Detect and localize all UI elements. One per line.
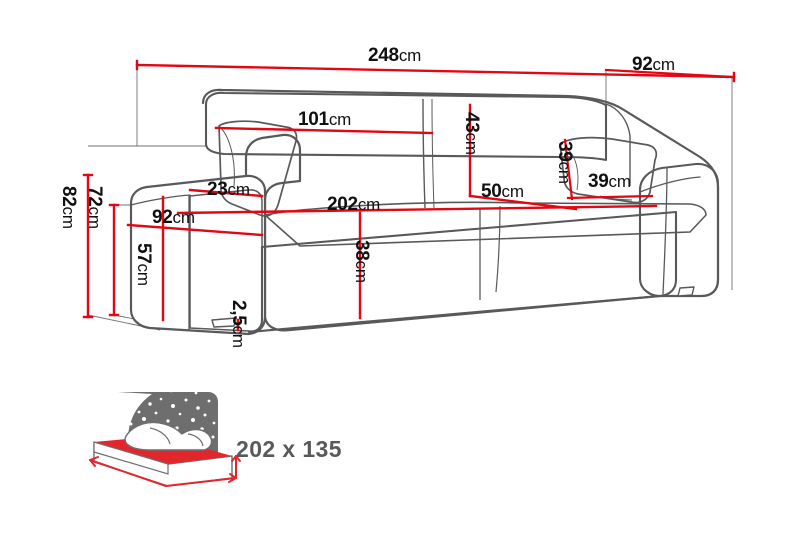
bed-size-caption: 202 x 135 [236,436,342,462]
pillows [124,421,213,451]
dimline-23 [188,188,264,198]
dimension-label-72: 72cm [84,186,105,229]
right-armrest [638,162,720,298]
dimension-label-39-height: 39cm [554,141,575,184]
dimline-202 [176,204,658,215]
dimension-label-202: 202cm [327,194,381,215]
sleeping-bed-icon [89,389,241,487]
dimension-label-82: 82cm [58,186,79,229]
seat-base [247,210,678,334]
dimension-label-92-arm: 92cm [152,207,195,228]
sofa-legs [211,286,695,328]
dimline-39-height [563,138,574,201]
dimline-92-depth [604,68,736,79]
dimline-101 [214,126,434,135]
dimension-label-39-width: 39cm [588,171,631,192]
dimension-lines [82,59,736,332]
dimension-label-38: 38cm [351,240,372,283]
dimension-label-23: 23cm [207,179,250,200]
left-armrest [129,174,267,336]
dimline-39-width [566,194,654,200]
sofa-outline [204,91,608,162]
backrest-cushions [422,98,631,209]
dimension-label-2_5: 2,5cm [228,300,249,348]
sheet-edge [93,441,169,475]
dimension-label-57: 57cm [133,243,154,286]
dimension-label-50: 50cm [481,181,524,202]
dimension-label-43: 43cm [461,112,482,155]
seat-cushion-surface [264,201,707,300]
sofa-body-silhouette [201,88,720,332]
dimline-92-arm [126,223,264,237]
dimension-label-92-depth: 92cm [632,54,675,75]
dimline-248 [135,63,736,79]
dimension-label-248: 248cm [368,45,422,66]
dimension-label-101: 101cm [298,109,352,130]
bed-dimension-arrows [89,455,241,487]
